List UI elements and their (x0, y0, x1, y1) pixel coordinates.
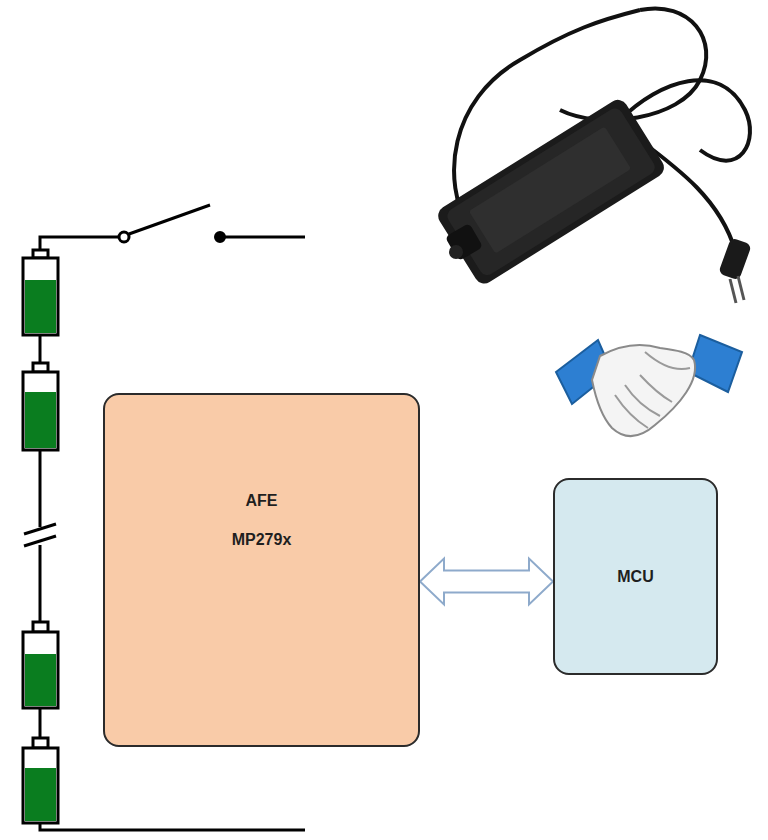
switch-contact (215, 232, 225, 242)
charger-illustration (434, 8, 751, 303)
afe-box: AFE MP279x (103, 393, 420, 747)
battery-cell (23, 622, 58, 708)
battery-cell (23, 250, 58, 335)
box-label: AFE (246, 491, 278, 510)
box-label: MP279x (232, 530, 292, 549)
bus-arrow (420, 559, 553, 605)
battery-cell (23, 738, 58, 823)
mcu-box: MCU (553, 478, 718, 675)
battery-cell (23, 363, 58, 450)
handshake-icon (556, 335, 742, 436)
box-label: MCU (617, 567, 653, 586)
switch-contact (119, 232, 129, 242)
break-symbol (22, 520, 58, 552)
